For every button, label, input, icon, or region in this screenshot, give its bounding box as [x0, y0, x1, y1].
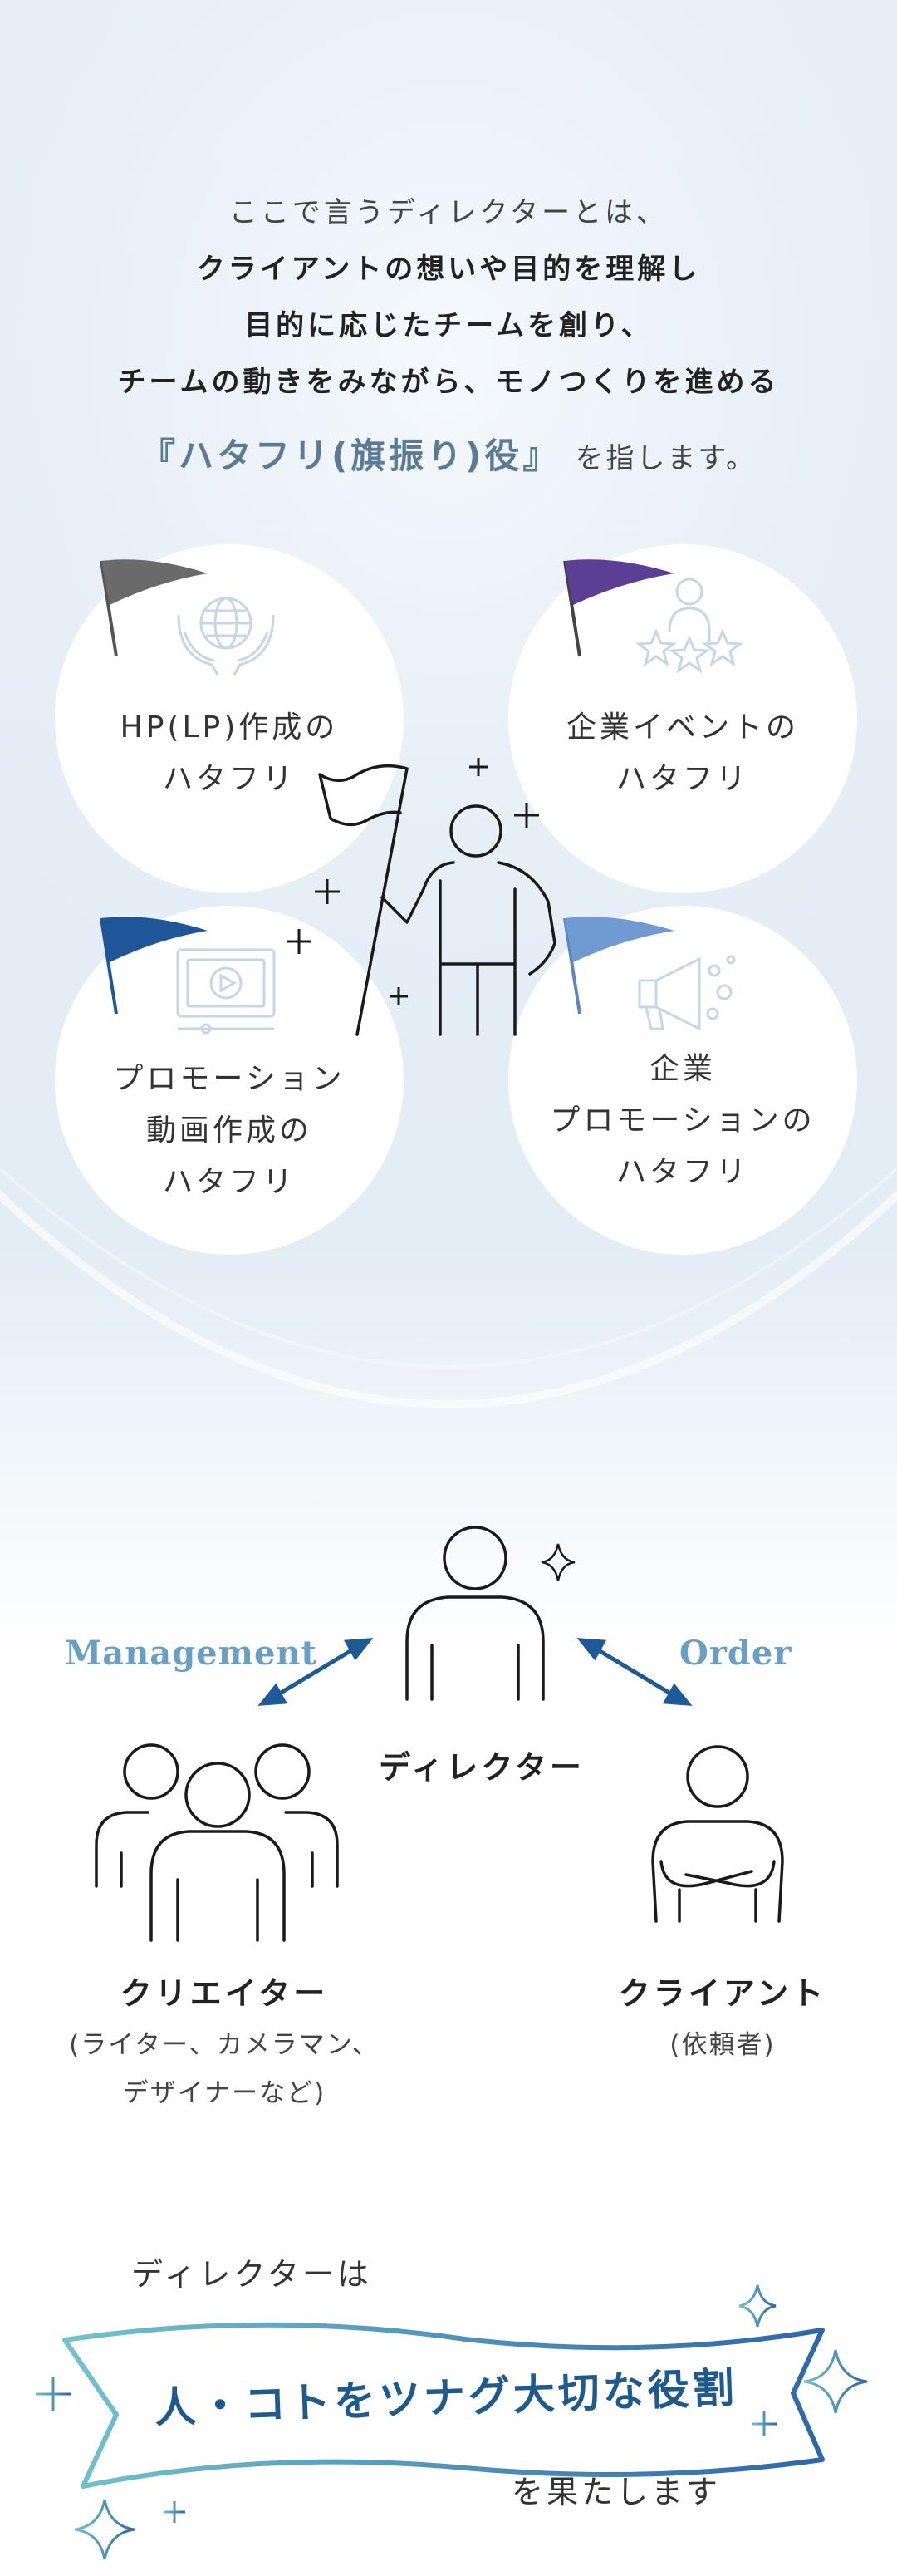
- background-arc-outer: [0, 1189, 897, 1408]
- management-arrow-icon: [257, 1638, 374, 1706]
- director-label: ディレクター: [379, 1749, 585, 1786]
- service-caption-event: 企業イベントの ハタフリ: [508, 702, 857, 805]
- service-caption-line: HP(LP)作成の: [120, 710, 339, 745]
- order-label: Order: [679, 1634, 792, 1673]
- service-circle-event: [508, 544, 857, 893]
- sparkle-icon: [541, 1543, 576, 1581]
- flag-icon: [100, 559, 208, 657]
- service-caption-line: ハタフリ: [162, 762, 296, 796]
- creator-sub-label: (ライター、カメラマン、 デザイナーなど): [33, 2021, 415, 2117]
- service-caption-line: ハタフリ: [162, 1165, 296, 1199]
- creator-group-icon: [95, 1743, 339, 1942]
- video-player-icon: [176, 948, 276, 1035]
- service-circle-hp: [55, 544, 404, 893]
- director-person-icon: [405, 1526, 545, 1701]
- role-suffix: を指します。: [575, 442, 757, 475]
- flag-icon: [563, 559, 674, 657]
- globe-hands-icon: [177, 597, 275, 676]
- director-flag-person-illustration: [318, 764, 556, 1036]
- service-caption-line: 企業イベントの: [566, 710, 799, 745]
- role-statement: 『ハタフリ(旗振り)役』 を指します。: [0, 428, 897, 479]
- flag-icon: [100, 917, 208, 1015]
- management-label: Management: [65, 1634, 317, 1673]
- service-circle-promo: [508, 906, 857, 1255]
- service-caption-hp: HP(LP)作成の ハタフリ: [55, 702, 404, 805]
- ribbon-shape: [62, 2322, 825, 2489]
- service-caption-line: プロモーション: [113, 1062, 346, 1096]
- service-caption-line: 企業: [649, 1052, 716, 1086]
- flag-icon: [563, 917, 674, 1015]
- intro-line-4: チームの動きをみながら、モノつくりを進める: [117, 366, 780, 399]
- relationship-diagram: [95, 1526, 784, 1942]
- service-caption-promo: 企業 プロモーションの ハタフリ: [508, 1044, 857, 1198]
- creator-label: クリエイター: [120, 1975, 329, 2012]
- banner-bottom-text: を果たします: [512, 2474, 722, 2510]
- service-caption-line: 動画作成の: [145, 1113, 312, 1148]
- role-emphasis: 『ハタフリ(旗振り)役』: [140, 435, 561, 476]
- megaphone-icon: [638, 955, 736, 1031]
- banner-top-text: ディレクターは: [131, 2256, 372, 2293]
- intro-line-1: ここで言うディレクターとは、: [228, 196, 669, 229]
- order-arrow-icon: [576, 1638, 693, 1706]
- client-person-icon: [651, 1745, 784, 1923]
- ribbon-banner: [36, 2284, 868, 2560]
- service-caption-line: プロモーションの: [550, 1104, 816, 1138]
- presenter-stars-icon: [635, 578, 744, 674]
- service-circle-video: [55, 906, 404, 1255]
- background-arc-inner: [0, 1166, 897, 1369]
- service-caption-line: ハタフリ: [615, 1155, 749, 1189]
- client-label: クライアント: [618, 1975, 827, 2012]
- sparkle-icon: [36, 2284, 868, 2560]
- sparkle-plus-icon: [287, 758, 539, 1005]
- service-circles: [55, 544, 857, 1255]
- creator-sub-line: デザイナーなど): [122, 2078, 326, 2108]
- intro-line-2: クライアントの想いや目的を理解し: [196, 253, 701, 286]
- intro-line-3: 目的に応じたチームを創り、: [244, 309, 653, 342]
- service-caption-line: ハタフリ: [615, 762, 749, 796]
- service-caption-video: プロモーション 動画作成の ハタフリ: [55, 1054, 404, 1208]
- creator-sub-line: (ライター、カメラマン、: [69, 2030, 380, 2060]
- client-sub-label: (依頼者): [669, 2030, 776, 2060]
